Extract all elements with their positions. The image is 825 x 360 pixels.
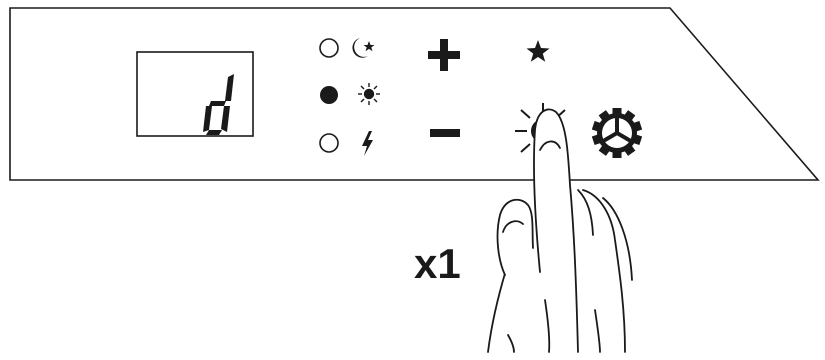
sun-small-icon xyxy=(358,83,380,105)
led-off-indicator xyxy=(320,134,338,152)
display-frame xyxy=(137,52,253,136)
settings-button[interactable] xyxy=(592,108,642,158)
press-count-label: x1 xyxy=(414,243,461,285)
led-on-indicator xyxy=(320,86,338,104)
minus-button[interactable] xyxy=(430,129,460,137)
minus-icon xyxy=(430,129,460,137)
led-off-indicator xyxy=(320,39,338,57)
gear-icon xyxy=(592,108,642,158)
panel-outline xyxy=(10,8,818,180)
